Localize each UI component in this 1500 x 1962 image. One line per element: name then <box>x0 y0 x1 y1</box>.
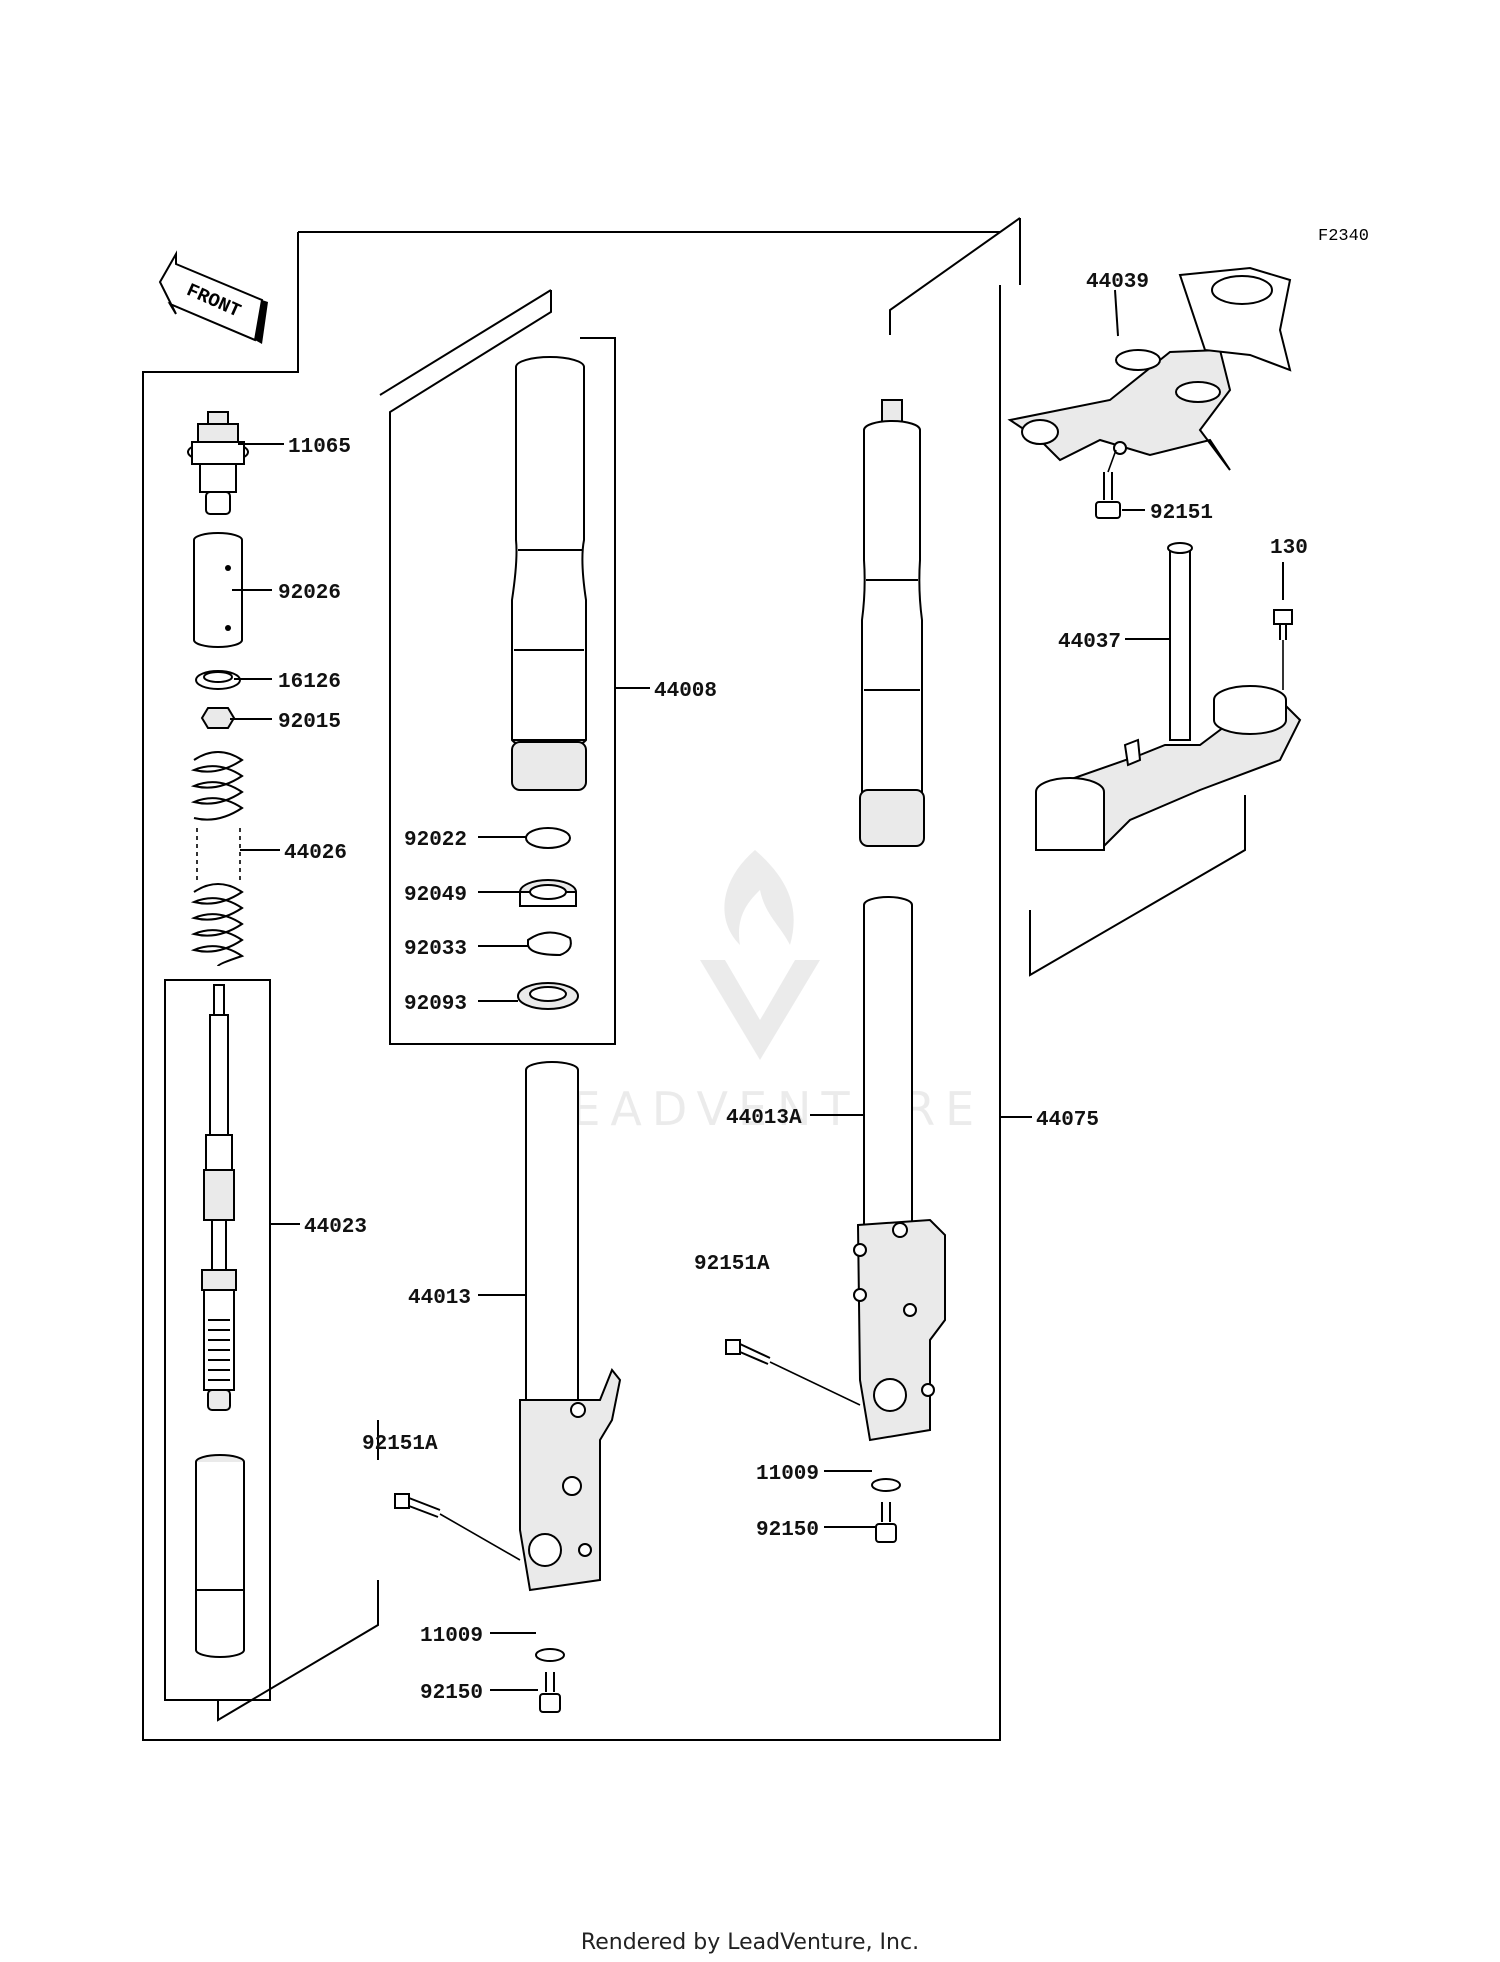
cap-bolt-right <box>875 1502 897 1543</box>
callout-16126: 16126 <box>278 671 341 694</box>
callout-92033: 92033 <box>404 938 467 961</box>
outer-tube-group-box-back <box>379 289 552 396</box>
assembly-border <box>142 231 1001 1741</box>
callout-92026: 92026 <box>278 582 341 605</box>
callout-44075: 44075 <box>1036 1109 1099 1132</box>
callout-92093: 92093 <box>404 993 467 1016</box>
upper-triple-clamp <box>1007 266 1292 471</box>
front-arrow-icon: FRONT <box>158 250 268 344</box>
stem-bolt <box>1273 609 1293 690</box>
damper-link-line <box>217 1580 379 1722</box>
callout-92049: 92049 <box>404 884 467 907</box>
cap-bolt-left <box>539 1672 561 1713</box>
fork-spring <box>190 751 245 967</box>
triple-clamp-bracket <box>1029 795 1246 977</box>
lower-triple-clamp <box>1035 542 1302 851</box>
axle-clamp-bolt-left <box>394 1493 521 1561</box>
callout-92022: 92022 <box>404 829 467 852</box>
callout-11009-right: 11009 <box>756 1463 819 1486</box>
callout-92015: 92015 <box>278 711 341 734</box>
fork-cap-bolt <box>187 411 249 515</box>
callout-44013: 44013 <box>408 1287 471 1310</box>
damper-tube <box>195 1454 245 1658</box>
callout-130: 130 <box>1270 537 1308 560</box>
footer-credit: Rendered by LeadVenture, Inc. <box>580 1930 920 1955</box>
upper-clamp-bolt <box>1095 449 1121 519</box>
figure-code: F2340 <box>1318 227 1369 246</box>
leader-lines <box>230 289 1284 1691</box>
callout-11009-left: 11009 <box>420 1625 483 1648</box>
lock-nut <box>200 707 236 729</box>
lower-leg-right <box>853 1218 946 1442</box>
oil-seal <box>519 879 577 907</box>
washer-left <box>535 1648 565 1662</box>
callout-92150-right: 92150 <box>756 1519 819 1542</box>
inner-tube-right <box>863 896 913 1241</box>
callout-44037: 44037 <box>1058 631 1121 654</box>
damper-group-box <box>164 979 271 1701</box>
callout-44026: 44026 <box>284 842 347 865</box>
circlip <box>527 931 572 957</box>
spacer-collar <box>193 532 243 648</box>
dust-seal <box>517 982 579 1010</box>
callout-44013A: 44013A <box>726 1107 802 1130</box>
callout-92150-left: 92150 <box>420 1682 483 1705</box>
callout-44008: 44008 <box>654 680 717 703</box>
callout-44023: 44023 <box>304 1216 367 1239</box>
callout-44039: 44039 <box>1086 271 1149 294</box>
callout-92151: 92151 <box>1150 502 1213 525</box>
dust-washer <box>525 827 571 849</box>
damper-cartridge <box>201 984 237 1411</box>
callout-92151A-left: 92151A <box>362 1433 438 1456</box>
outer-tube-group-box <box>389 290 616 1045</box>
washer-right <box>871 1478 901 1492</box>
lower-leg-left <box>519 1368 622 1592</box>
inner-tube-left <box>525 1061 579 1431</box>
watermark: LEADVENTURE <box>536 850 974 1136</box>
spring-seat <box>195 670 241 690</box>
assembled-fork-upper <box>859 399 925 847</box>
outer-tube-left <box>511 356 587 791</box>
axle-clamp-bolt-right <box>725 1339 861 1406</box>
callout-92151A-right: 92151A <box>694 1253 770 1276</box>
right-fork-bracket <box>889 217 1021 335</box>
callout-11065: 11065 <box>288 436 351 459</box>
